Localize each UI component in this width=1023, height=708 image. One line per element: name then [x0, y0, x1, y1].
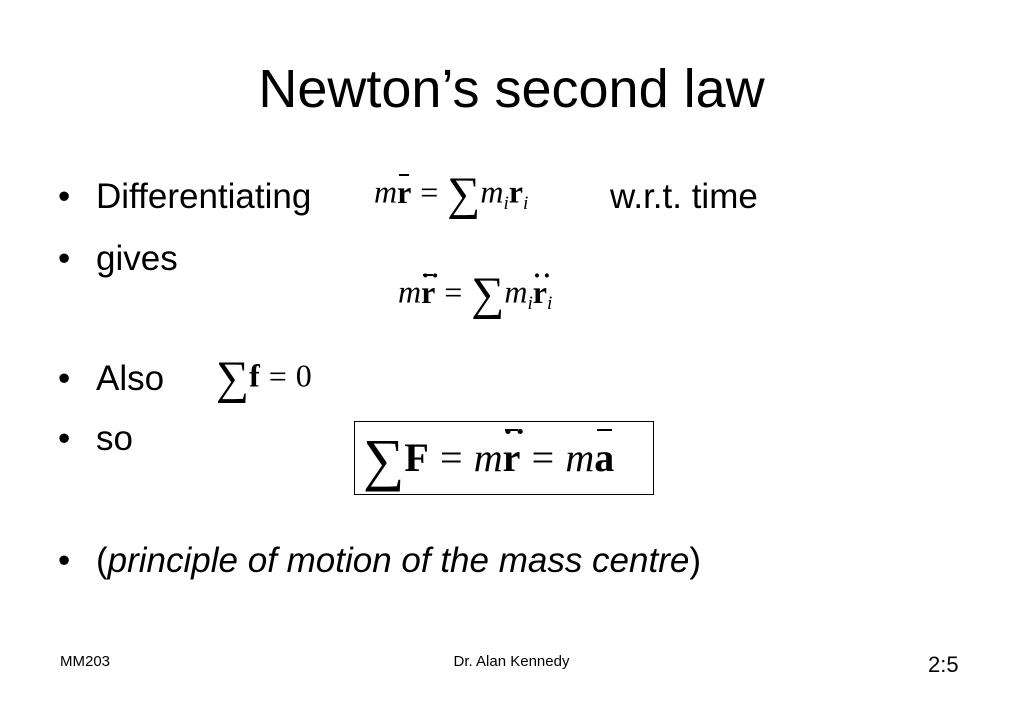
overbar — [596, 428, 612, 431]
bullet-differentiating: • Differentiating — [58, 176, 311, 218]
eq-symbol: m — [473, 435, 503, 480]
eq-symbol: r — [508, 173, 523, 210]
sum-symbol: ∑ — [216, 353, 250, 404]
overbar — [423, 274, 434, 277]
bullet-so: • so — [58, 418, 133, 460]
eq-symbol: F — [404, 435, 429, 480]
bullet-text: gives — [96, 239, 178, 278]
bullet-text: Differentiating — [96, 177, 312, 216]
eq-operator: = — [444, 273, 463, 310]
bullet-text: Also — [96, 359, 165, 398]
eq-symbol: m — [398, 273, 422, 310]
bullet-dot: • — [58, 419, 71, 458]
bullet-gives: • gives — [58, 238, 178, 280]
eq-symbol: m — [565, 435, 595, 480]
eq-subscript: i — [503, 193, 509, 215]
paren-open: ( — [96, 541, 108, 580]
eq-operator: = — [531, 435, 555, 480]
bullet-dot: • — [58, 239, 71, 278]
eq-symbol-abar: a — [594, 428, 614, 488]
sum-symbol: ∑ — [447, 169, 481, 220]
overbar — [399, 174, 410, 177]
eq-symbol-rbar: r — [397, 173, 412, 210]
slide-title: Newton’s second law — [258, 59, 765, 119]
footer-course-code: MM203 — [60, 653, 111, 670]
bullet-text-italic: principle of motion of the mass centre — [107, 541, 690, 580]
overbar — [505, 428, 518, 431]
eq-symbol: m — [374, 173, 398, 210]
eq-symbol-rbar-ddot: ··r — [421, 260, 441, 310]
footer-author: Dr. Alan Kennedy — [453, 653, 570, 670]
double-dot: ·· — [532, 260, 553, 290]
bullet-suffix-text: w.r.t. time — [610, 177, 758, 216]
eq-symbol: m — [504, 273, 528, 310]
eq-operator: = — [439, 435, 463, 480]
eq-symbol-r-ddot: ··r — [532, 260, 553, 310]
bullet-dot: • — [58, 541, 71, 580]
bullet-principle: • (principle of motion of the mass centre… — [58, 540, 701, 582]
eq-operator: = — [268, 357, 287, 394]
bullet-suffix-wrt-time: w.r.t. time — [610, 176, 758, 218]
bullet-dot: • — [58, 177, 71, 216]
equation-acceleration: m··r=∑mi··ri — [398, 260, 553, 320]
eq-symbol: 0 — [295, 357, 312, 394]
eq-subscript: i — [527, 293, 533, 315]
eq-subscript: i — [523, 193, 529, 215]
eq-symbol: m — [480, 173, 504, 210]
paren-close: ) — [689, 541, 701, 580]
eq-subscript: i — [547, 293, 553, 315]
bullet-text: so — [96, 419, 133, 458]
bullet-dot: • — [58, 359, 71, 398]
sum-symbol: ∑ — [471, 269, 505, 320]
equation-internal-forces: ∑f=0 — [216, 353, 312, 404]
eq-symbol: f — [249, 357, 260, 394]
bullet-also: • Also — [58, 358, 164, 400]
page-number: 2:5 — [928, 652, 959, 677]
sum-symbol: ∑ — [363, 427, 405, 493]
eq-symbol-rbar-ddot: ··r — [502, 412, 528, 480]
eq-operator: = — [420, 173, 439, 210]
